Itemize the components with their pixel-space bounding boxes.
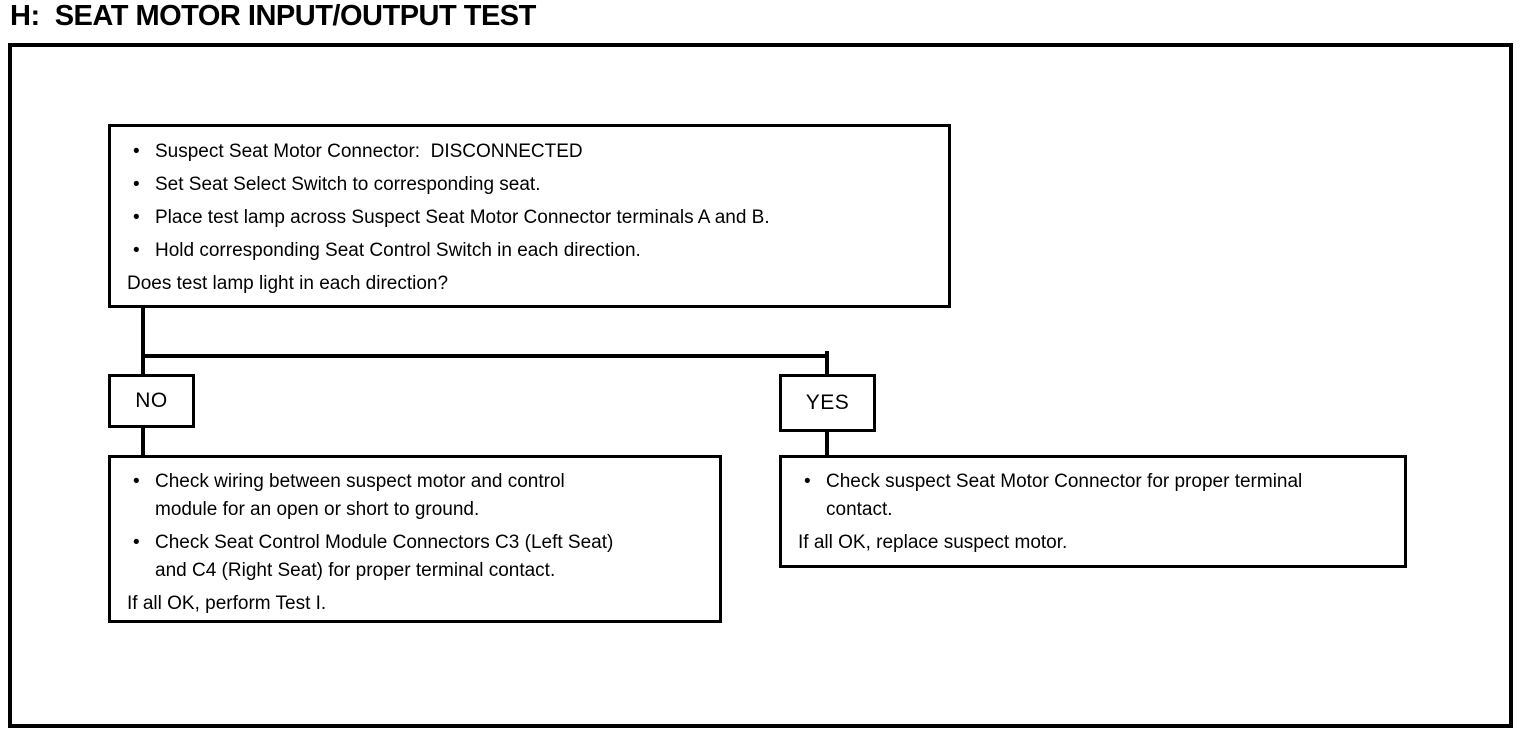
page-title: H: SEAT MOTOR INPUT/OUTPUT TEST [10, 0, 536, 32]
connector-yes-down [825, 351, 829, 374]
no-result-step-text: Check wiring between suspect motor and c… [155, 471, 565, 520]
condition-question: Does test lamp light in each direction? [127, 273, 449, 294]
bullet-icon: • [133, 532, 140, 553]
condition-step: • Suspect Seat Motor Connector: DISCONNE… [127, 135, 932, 168]
no-result-step-text: Check Seat Control Module Connectors C3 … [155, 532, 614, 581]
branch-label-no: NO [108, 374, 195, 428]
condition-step: • Place test lamp across Suspect Seat Mo… [127, 201, 932, 234]
condition-step-text: Set Seat Select Switch to corresponding … [155, 174, 541, 195]
yes-result-box: • Check suspect Seat Motor Connector for… [779, 455, 1407, 568]
yes-label-text: YES [805, 391, 850, 414]
no-result-box: • Check wiring between suspect motor and… [108, 455, 722, 623]
bullet-icon: • [133, 174, 140, 195]
no-result-conclusion: If all OK, perform Test I. [127, 593, 327, 614]
connector-no-to-result [141, 428, 145, 455]
branch-label-yes: YES [779, 374, 876, 432]
connector-yes-to-result [825, 432, 829, 455]
yes-result-step-text: Check suspect Seat Motor Connector for p… [826, 471, 1303, 520]
bullet-icon: • [133, 141, 140, 162]
bullet-icon: • [133, 240, 140, 261]
condition-step-text: Suspect Seat Motor Connector: DISCONNECT… [155, 141, 583, 162]
condition-box: • Suspect Seat Motor Connector: DISCONNE… [108, 124, 951, 308]
no-result-step: • Check Seat Control Module Connectors C… [127, 529, 703, 585]
bullet-icon: • [804, 471, 811, 492]
yes-result-conclusion: If all OK, replace suspect motor. [798, 532, 1068, 553]
condition-step-text: Hold corresponding Seat Control Switch i… [155, 240, 641, 261]
bullet-icon: • [133, 207, 140, 228]
yes-result-step: • Check suspect Seat Motor Connector for… [798, 468, 1388, 524]
connector-branch-horizontal [141, 354, 829, 358]
no-result-step: • Check wiring between suspect motor and… [127, 468, 703, 524]
condition-step: • Set Seat Select Switch to correspondin… [127, 168, 932, 201]
bullet-icon: • [133, 471, 140, 492]
condition-step: • Hold corresponding Seat Control Switch… [127, 234, 932, 267]
connector-condition-down [141, 308, 145, 374]
no-label-text: NO [135, 389, 168, 412]
condition-step-text: Place test lamp across Suspect Seat Moto… [155, 207, 770, 228]
